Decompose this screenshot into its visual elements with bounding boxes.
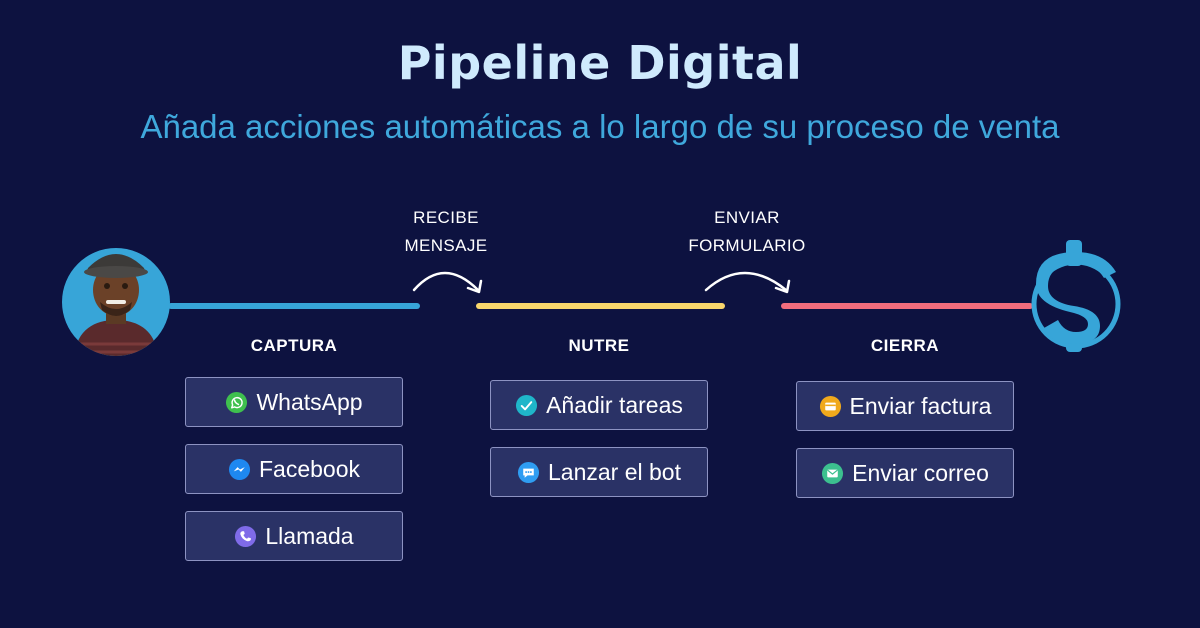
page-title: Pipeline Digital bbox=[397, 36, 803, 90]
invoice-icon bbox=[819, 395, 841, 417]
phone-icon bbox=[235, 525, 257, 547]
transition-line: RECIBE bbox=[413, 208, 479, 227]
action-launch-bot[interactable]: Lanzar el bot bbox=[490, 447, 708, 497]
transition-receive-message: RECIBE MENSAJE bbox=[386, 204, 506, 260]
transition-line: ENVIAR bbox=[714, 208, 780, 227]
curved-arrow-icon bbox=[412, 271, 483, 294]
transition-send-form: ENVIAR FORMULARIO bbox=[672, 204, 822, 260]
chat-bot-icon bbox=[517, 461, 540, 483]
stage-label-capture: CAPTURA bbox=[250, 336, 338, 355]
action-call[interactable]: Llamada bbox=[185, 511, 403, 561]
transition-line: FORMULARIO bbox=[688, 236, 806, 255]
messenger-icon bbox=[228, 458, 251, 480]
transition-line: MENSAJE bbox=[404, 236, 488, 255]
nurture-stage-line bbox=[476, 303, 725, 309]
customer-avatar bbox=[60, 244, 172, 358]
action-label: Lanzar el bot bbox=[548, 458, 681, 485]
mail-icon bbox=[822, 462, 844, 484]
action-label: Enviar correo bbox=[852, 459, 989, 486]
capture-stage-line bbox=[168, 303, 420, 309]
stage-label-nurture: NUTRE bbox=[568, 336, 630, 355]
stage-label-close: CIERRA bbox=[870, 336, 940, 355]
action-label: Enviar factura bbox=[849, 392, 992, 419]
page-subtitle: Añada acciones automáticas a lo largo de… bbox=[140, 108, 1060, 145]
close-stage-line bbox=[781, 303, 1033, 309]
action-whatsapp[interactable]: WhatsApp bbox=[185, 377, 403, 427]
curved-arrow-icon bbox=[704, 271, 791, 294]
dollar-icon bbox=[1028, 238, 1124, 354]
action-label: Facebook bbox=[258, 455, 360, 482]
check-icon bbox=[516, 394, 538, 416]
action-send-email[interactable]: Enviar correo bbox=[796, 448, 1014, 498]
whatsapp-icon bbox=[226, 391, 248, 413]
action-facebook[interactable]: Facebook bbox=[185, 444, 403, 494]
action-label: Llamada bbox=[265, 522, 354, 549]
action-label: Añadir tareas bbox=[546, 391, 683, 418]
action-label: WhatsApp bbox=[256, 388, 363, 415]
action-add-tasks[interactable]: Añadir tareas bbox=[490, 380, 708, 430]
action-send-invoice[interactable]: Enviar factura bbox=[796, 381, 1014, 431]
